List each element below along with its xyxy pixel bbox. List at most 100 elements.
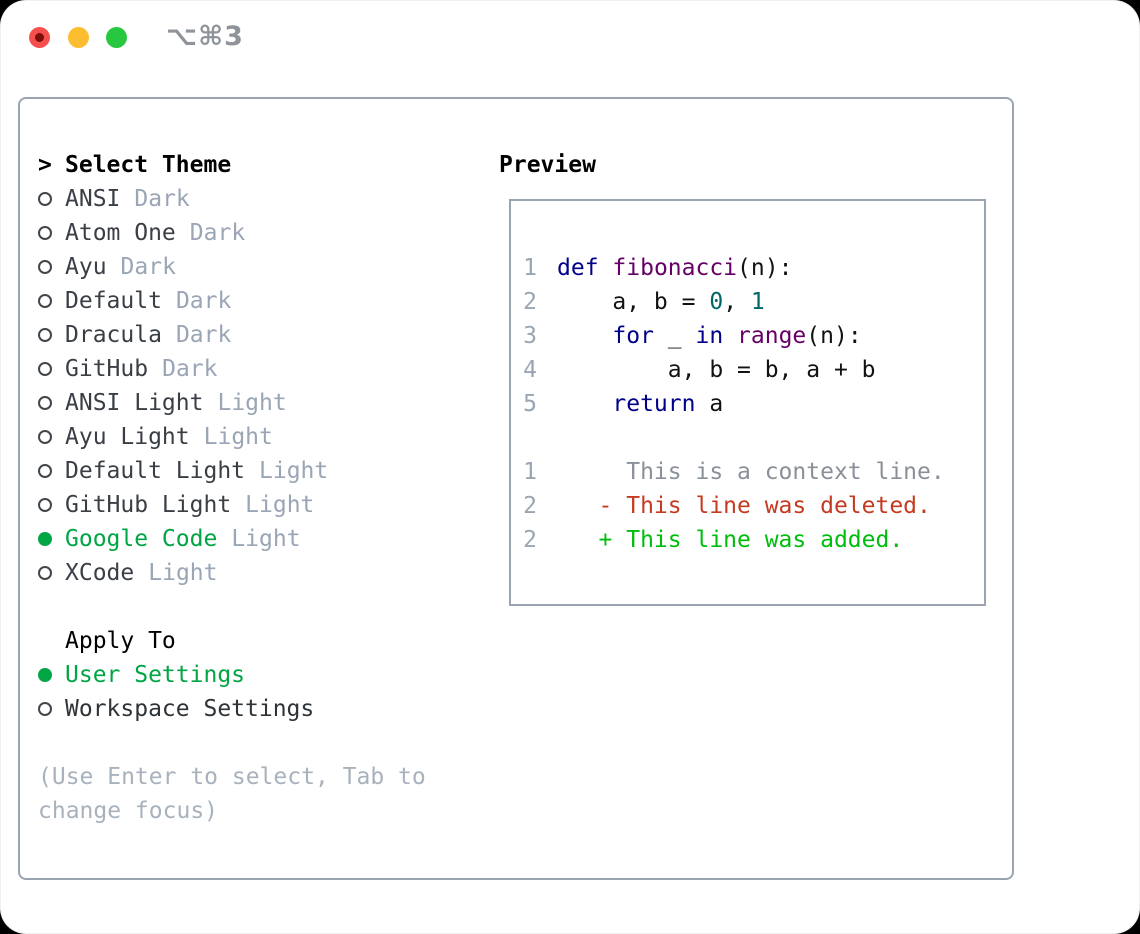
apply-option-label: User Settings [65, 662, 246, 688]
line-number: 1 [523, 255, 537, 281]
code-token-keyword: return [612, 391, 696, 417]
radio-unselected-icon [38, 294, 52, 308]
code-line: 2 a, b = 0, 1 [523, 285, 984, 319]
marker-gutter [38, 192, 65, 206]
line-number: 2 [523, 527, 537, 553]
theme-variant: Dark [162, 356, 218, 382]
line-number: 3 [523, 323, 537, 349]
theme-name: XCode [65, 560, 135, 586]
radio-selected-icon [38, 668, 52, 682]
theme-variant: Dark [175, 288, 232, 314]
theme-name: Atom One [65, 220, 176, 246]
theme-variant: Dark [134, 186, 190, 212]
close-button[interactable] [29, 27, 50, 48]
theme-name: Dracula [65, 322, 162, 348]
radio-unselected-icon [38, 430, 52, 444]
radio-unselected-icon [38, 226, 52, 240]
line-text: def fibonacci(n): [557, 251, 792, 285]
marker-gutter [38, 396, 65, 410]
theme-option[interactable]: GitHub Dark [38, 352, 468, 386]
theme-variant: Light [217, 390, 287, 416]
apply-to-header-row: Apply To [38, 624, 468, 658]
theme-name: Default Light [65, 458, 246, 484]
diff-text-added: + This line was added. [557, 527, 904, 553]
cursor-prompt-icon: > [38, 152, 52, 178]
line-text: a, b = b, a + b [557, 353, 876, 387]
radio-unselected-icon [38, 498, 52, 512]
line-text: for _ in range(n): [557, 319, 862, 353]
theme-name: Ayu Light [65, 424, 190, 450]
code-line: 3 for _ in range(n): [523, 319, 984, 353]
code-line: 1 def fibonacci(n): [523, 251, 984, 285]
radio-unselected-icon [38, 260, 52, 274]
preview-header: Preview [499, 152, 596, 178]
help-text: (Use Enter to select, Tab to change focu… [38, 764, 426, 824]
radio-unselected-icon [38, 566, 52, 580]
radio-unselected-icon [38, 396, 52, 410]
line-number: 2 [523, 493, 537, 519]
code-token-literal: 1 [750, 289, 765, 315]
line-number: 2 [523, 289, 537, 315]
diff-text-deleted: - This line was deleted. [557, 493, 931, 519]
code-token-plain: a, b = [557, 289, 710, 315]
theme-name: Ayu [65, 254, 107, 280]
marker-gutter [38, 294, 65, 308]
apply-option[interactable]: Workspace Settings [38, 692, 468, 726]
theme-option[interactable]: Ayu Light Light [38, 420, 468, 454]
theme-name: Default [65, 288, 162, 314]
close-button-dot [35, 33, 44, 42]
code-token-plain [723, 323, 737, 349]
diff-line-context: 1 This is a context line. [523, 455, 984, 489]
code-token-keyword: def [557, 255, 599, 281]
theme-name: ANSI Light [65, 390, 204, 416]
radio-selected-icon [38, 532, 52, 546]
window-title: ⌥⌘3 [166, 21, 244, 52]
diff-text-context: This is a context line. [557, 459, 945, 485]
zoom-button[interactable] [106, 27, 127, 48]
titlebar: ⌥⌘3 [0, 0, 1140, 80]
theme-name: Google Code [65, 526, 218, 552]
spacer [38, 590, 468, 624]
theme-variant: Light [203, 424, 273, 450]
marker-gutter [38, 362, 65, 376]
apply-option[interactable]: User Settings [38, 658, 468, 692]
marker-gutter [38, 566, 65, 580]
line-number: 1 [523, 459, 537, 485]
code-token-type: range [737, 323, 807, 349]
theme-option[interactable]: ANSI Light Light [38, 386, 468, 420]
code-token-plain: (n): [806, 323, 862, 349]
apply-option-label: Workspace Settings [65, 696, 315, 722]
theme-option[interactable]: Ayu Dark [38, 250, 468, 284]
line-number: 4 [523, 357, 537, 383]
theme-variant: Dark [120, 254, 176, 280]
radio-unselected-icon [38, 362, 52, 376]
radio-unselected-icon [38, 192, 52, 206]
marker-gutter [38, 328, 65, 342]
minimize-button[interactable] [68, 27, 89, 48]
theme-option[interactable]: Default Dark [38, 284, 468, 318]
radio-unselected-icon [38, 464, 52, 478]
line-text: This is a context line. [557, 455, 945, 489]
theme-variant: Light [245, 492, 315, 518]
radio-unselected-icon [38, 702, 52, 716]
code-token-plain: (n): [737, 255, 793, 281]
code-token-plain: a, b = b, a + b [557, 357, 876, 383]
code-token-literal: 0 [709, 289, 724, 315]
marker-gutter [38, 668, 65, 682]
diff-line-added: 2 + This line was added. [523, 523, 984, 557]
theme-name: GitHub [65, 356, 149, 382]
line-number: 5 [523, 391, 537, 417]
